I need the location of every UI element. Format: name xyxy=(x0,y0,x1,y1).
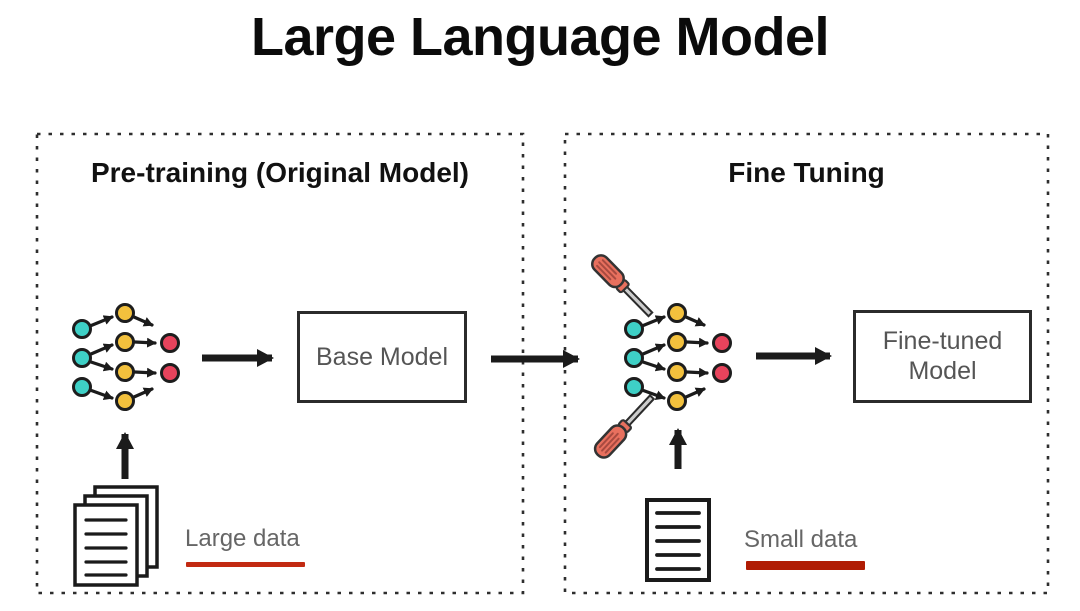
small-data-underline xyxy=(746,561,865,570)
screwdriver-icon xyxy=(590,390,660,463)
base-model-label: Base Model xyxy=(315,342,449,371)
document-stack-icon xyxy=(73,485,159,587)
base-model-box: Base Model xyxy=(297,311,467,403)
page-title: Large Language Model xyxy=(250,7,830,67)
finetuning-heading: Fine Tuning xyxy=(728,157,885,188)
finetuned-model-box: Fine-tuned Model xyxy=(853,310,1032,403)
neural-network-icon xyxy=(626,305,731,410)
pretraining-panel-border xyxy=(35,132,525,595)
document-icon xyxy=(645,498,711,582)
large-data-label: Large data xyxy=(185,525,300,552)
large-data-underline xyxy=(186,562,305,567)
screwdriver-icon xyxy=(587,250,658,322)
neural-network-icon xyxy=(74,305,179,410)
finetuned-model-label-line1: Fine-tuned xyxy=(882,327,1003,355)
small-data-label: Small data xyxy=(744,526,858,553)
finetuning-panel-border xyxy=(563,132,1050,595)
pretraining-heading: Pre-training (Original Model) xyxy=(90,157,469,188)
finetuned-model-label-line2: Model xyxy=(908,356,977,385)
